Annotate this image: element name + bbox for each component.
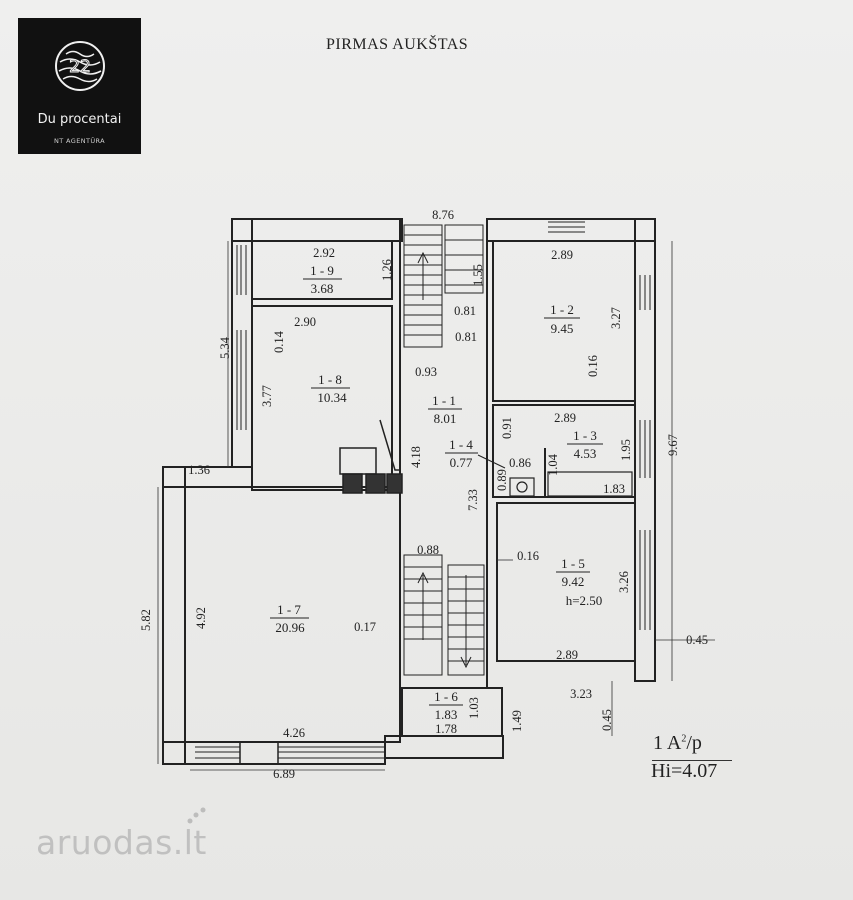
- dim-r8-offset: 0.14: [272, 330, 286, 353]
- logo-emblem-icon: 22: [55, 41, 105, 91]
- legend-divider: [652, 760, 732, 761]
- room-area-6: 1.83: [435, 707, 458, 722]
- room-id-1: 1 - 1: [432, 393, 456, 408]
- room-area-5: 9.42: [562, 574, 585, 589]
- dim-r9-width: 2.92: [313, 246, 335, 260]
- room-id-3: 1 - 3: [573, 428, 597, 443]
- room-id-5: 1 - 5: [561, 556, 585, 571]
- room-id-6: 1 - 6: [434, 689, 458, 704]
- dim-hall-total: 7.33: [466, 489, 480, 511]
- room-area-2: 9.45: [551, 321, 574, 336]
- logo-mark-text: 22: [69, 57, 91, 77]
- dim-r5-corner-depth: 0.45: [600, 709, 614, 731]
- logo-subtitle: NT AGENTŪRA: [53, 137, 106, 145]
- staircase-upper: [403, 224, 484, 348]
- dim-r2-width: 2.89: [551, 248, 573, 262]
- room-id-9: 1 - 9: [310, 263, 334, 278]
- room-id-7: 1 - 7: [277, 602, 301, 617]
- dim-left-upper: 5.34: [218, 336, 232, 359]
- dim-r5-offset: 0.16: [517, 549, 539, 563]
- dim-r6-depth: 1.03: [467, 697, 481, 719]
- dim-r3-inner: 1.04: [546, 453, 560, 476]
- agency-logo: 22 Du procentai NT AGENTŪRA: [18, 18, 141, 154]
- logo-name: Du procentai: [37, 112, 122, 127]
- dim-r6-width: 1.78: [435, 722, 457, 736]
- room-height-5: h=2.50: [566, 593, 603, 608]
- scale-legend: 1 A2/p: [653, 732, 702, 755]
- dim-r2-offset: 0.16: [586, 355, 600, 377]
- dim-r5-corner: 3.23: [570, 687, 592, 701]
- room-id-4: 1 - 4: [449, 437, 473, 452]
- dim-hall-length: 4.18: [409, 446, 423, 468]
- dim-r7-wall: 0.17: [354, 620, 376, 634]
- dim-r6-outer: 1.49: [510, 710, 524, 732]
- watermark-text: aruodas.lt: [36, 823, 207, 862]
- dimension-labels: 8.76 2.92 1.26 2.90 0.14 3.77 5.34 1.55 …: [139, 208, 708, 781]
- room-id-2: 1 - 2: [550, 302, 574, 317]
- outer-walls: [162, 218, 656, 765]
- interior-walls: [184, 219, 636, 743]
- watermark-dots-icon: [187, 807, 206, 824]
- dim-r4-width: 0.86: [509, 456, 531, 470]
- room-area-3: 4.53: [574, 446, 597, 461]
- dim-stair-top-3: 0.81: [455, 330, 477, 344]
- dim-r4-depth: 0.89: [495, 469, 509, 491]
- room-id-8: 1 - 8: [318, 372, 342, 387]
- room-area-7: 20.96: [275, 620, 305, 635]
- room-area-8: 10.34: [317, 390, 347, 405]
- dim-left-step: 1.36: [188, 463, 210, 477]
- floor-title: PIRMAS AUKŠTAS: [326, 36, 469, 53]
- dim-hall-width: 0.93: [415, 365, 437, 379]
- dim-r3-bottom: 1.83: [603, 482, 625, 496]
- dim-r9-depth: 1.26: [380, 259, 394, 281]
- scale-suffix: /p: [686, 732, 702, 754]
- staircase-lower: [403, 554, 485, 676]
- dim-stair-top-2: 0.81: [454, 304, 476, 318]
- dim-r8-depth: 3.77: [260, 385, 274, 407]
- dim-r3-offset: 0.91: [500, 417, 514, 439]
- dim-overall-top: 8.76: [432, 208, 454, 222]
- dim-stair-bottom: 0.88: [417, 543, 439, 557]
- dim-r2-depth: 3.27: [609, 307, 623, 329]
- dim-r8-width: 2.90: [294, 315, 316, 329]
- scale-superscript: 2: [681, 733, 687, 745]
- dim-stair-top-1: 1.55: [471, 264, 485, 286]
- room-area-1: 8.01: [434, 411, 457, 426]
- scale-prefix: 1 A: [653, 732, 682, 754]
- dimension-lines: [157, 241, 715, 771]
- room-area-4: 0.77: [450, 455, 473, 470]
- dim-r7-depth: 4.92: [194, 607, 208, 629]
- kitchen-units: [262, 419, 403, 494]
- dim-r5-depth: 3.26: [617, 571, 631, 593]
- room-area-9: 3.68: [311, 281, 334, 296]
- windows: [195, 221, 651, 765]
- dim-r3-depth: 1.95: [619, 439, 633, 461]
- dim-r7-width: 4.26: [283, 726, 305, 740]
- dim-left-total: 5.82: [139, 609, 153, 631]
- bathroom-fixtures: [509, 471, 633, 497]
- dim-bottom-total: 6.89: [273, 767, 295, 781]
- dim-r5-width: 2.89: [556, 648, 578, 662]
- dim-r3-width: 2.89: [554, 411, 576, 425]
- room-labels: 1 - 9 3.68 1 - 8 10.34 1 - 1 8.01 1 - 4 …: [270, 263, 603, 722]
- height-legend: Hi=4.07: [651, 760, 718, 782]
- dim-right-total: 9.67: [666, 434, 680, 456]
